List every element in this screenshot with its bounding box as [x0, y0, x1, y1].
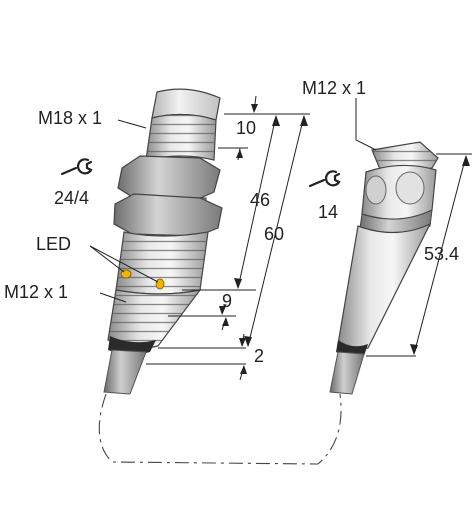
- dim-2-label: 2: [254, 346, 264, 366]
- connector-body: [329, 141, 439, 395]
- sensor-leaders: [89, 119, 159, 303]
- led-label: LED: [36, 234, 71, 254]
- connector-thread-label: M12 x 1: [302, 78, 366, 98]
- wrench-icon: [60, 158, 93, 176]
- connector-length-label: 53.4: [424, 244, 459, 264]
- dim-10-label: 10: [236, 118, 256, 138]
- sensor-connector-thread-label: M12 x 1: [4, 282, 68, 302]
- sensor-wrench-label: 24/4: [54, 188, 89, 208]
- connector-dimension: [366, 153, 472, 357]
- sensor-thread-label: M18 x 1: [38, 108, 102, 128]
- cable-link: [98, 393, 342, 465]
- dim-9-label: 9: [222, 291, 232, 311]
- sensor-body: [103, 88, 223, 395]
- connector-wrench-icon: [308, 170, 341, 188]
- dim-60-label: 60: [264, 224, 284, 244]
- dimension-lines: [146, 95, 310, 381]
- connector-leaders: [355, 98, 377, 151]
- connector-wrench-label: 14: [318, 202, 338, 222]
- dim-46-label: 46: [250, 190, 270, 210]
